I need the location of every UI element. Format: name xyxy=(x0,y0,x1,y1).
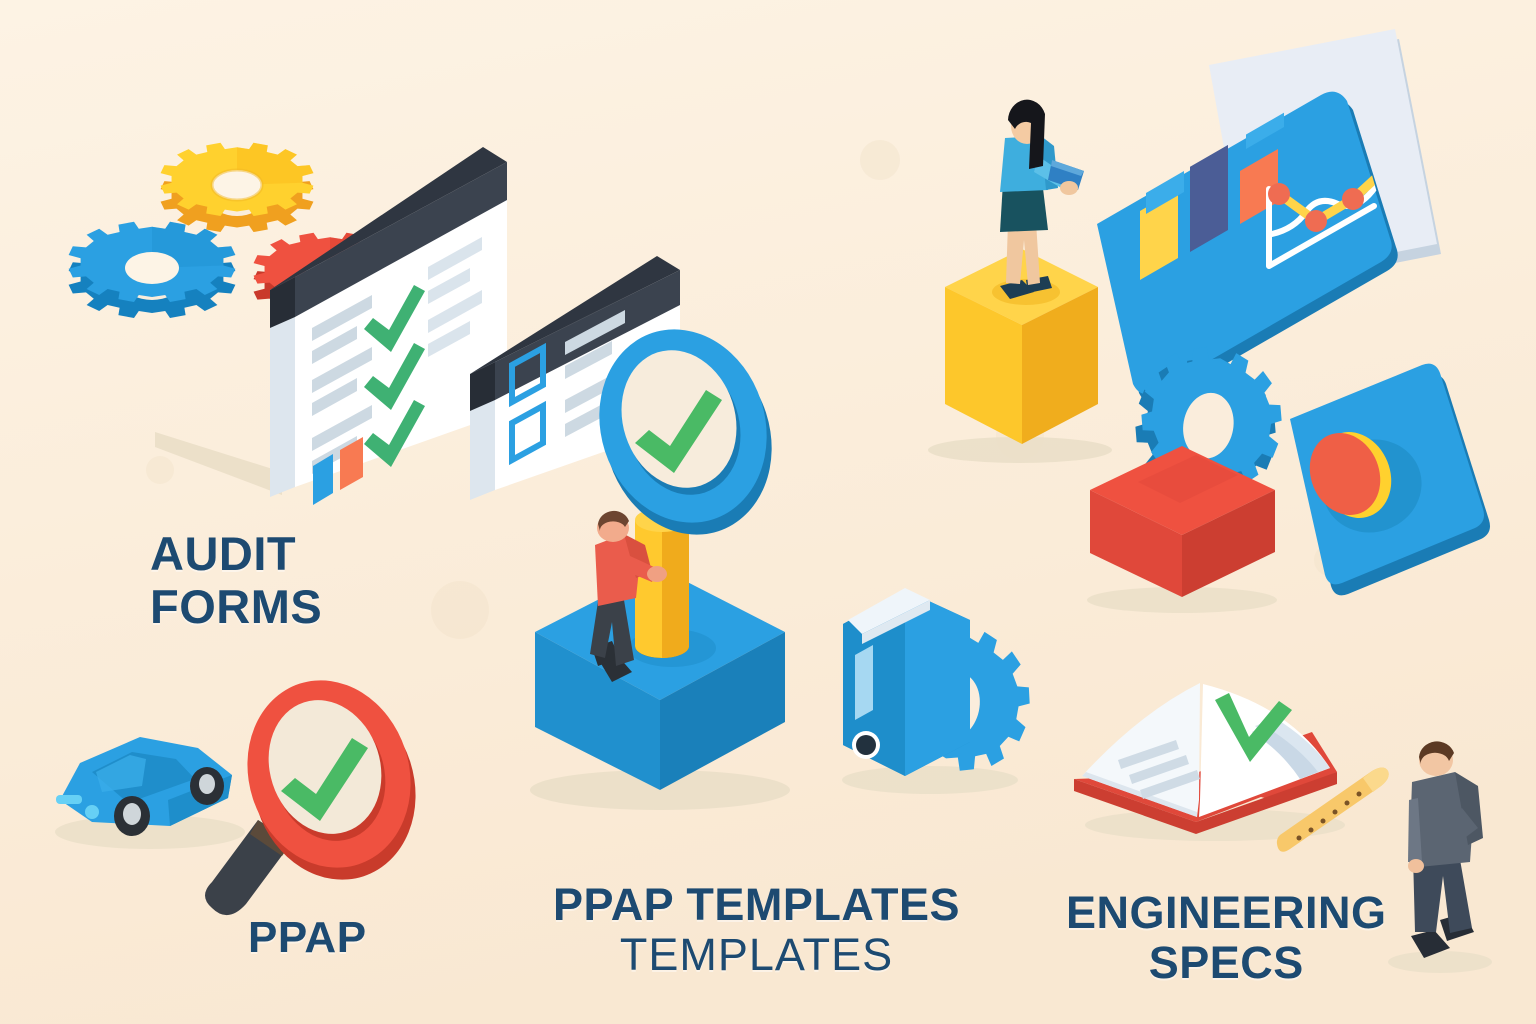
clipboard-text-lines xyxy=(312,295,372,474)
binder-label xyxy=(855,645,873,720)
headlight xyxy=(56,795,82,804)
hand xyxy=(647,566,667,582)
shirt xyxy=(595,534,640,606)
pedestal-cube-red-group xyxy=(1087,446,1277,613)
hair xyxy=(598,510,629,531)
checkmark-icon-group xyxy=(364,285,425,467)
label-audit-forms-line2: FORMS xyxy=(150,579,323,633)
checkbox-icon-group xyxy=(509,342,546,466)
shoe xyxy=(600,656,632,682)
shoe xyxy=(1000,280,1034,299)
bar-1-cap xyxy=(1146,171,1184,214)
hair xyxy=(1419,741,1454,765)
binder-hole xyxy=(856,735,876,755)
magnifier-icon-red xyxy=(205,680,416,916)
pie-chart-icon xyxy=(1309,432,1422,533)
line-series xyxy=(1274,161,1387,227)
cube-right xyxy=(660,632,785,790)
checkmark-icon xyxy=(1215,693,1292,762)
hand xyxy=(1408,859,1424,873)
clipboard-icon-checkmarks xyxy=(155,147,507,505)
book-icon-open xyxy=(1074,683,1345,841)
magnifier-icon-blue xyxy=(599,329,772,535)
clipboard-icon-checkboxes xyxy=(470,256,680,500)
label-ppap: PPAP xyxy=(248,916,367,960)
cube-right xyxy=(1022,287,1098,444)
cube-left xyxy=(945,287,1022,444)
label-audit-forms: AUDIT FORMS xyxy=(150,527,323,633)
car-wheel xyxy=(190,767,224,805)
jacket xyxy=(1409,772,1474,868)
label-ppap-templates-line1: PPAP TEMPLATES xyxy=(553,879,961,930)
pie-slice-red xyxy=(1309,433,1381,515)
gear-icon-blue xyxy=(68,221,236,318)
person-icon-worker xyxy=(590,510,667,682)
shoe xyxy=(1411,930,1450,958)
arm xyxy=(1408,798,1422,862)
trousers xyxy=(1413,848,1472,933)
label-audit-forms-line1: AUDIT xyxy=(150,527,297,580)
pie-chart-card xyxy=(1290,363,1490,596)
checkmark-icon xyxy=(635,390,722,473)
label-ppap-line1: PPAP xyxy=(248,913,367,962)
label-engineering-specs-line1: ENGINEERING xyxy=(1066,887,1387,938)
label-ppap-templates-line2: TEMPLATES xyxy=(619,929,894,981)
dashboard-card-group xyxy=(1097,29,1441,404)
book-text-lines xyxy=(1118,740,1200,799)
binder-icon-group xyxy=(842,588,1030,794)
cube-left xyxy=(1090,490,1182,597)
clipboard-tile-blue xyxy=(313,454,333,505)
checkmark-icon xyxy=(281,738,368,821)
hair xyxy=(1008,99,1045,169)
skirt xyxy=(1000,180,1048,232)
person-icon-analyst xyxy=(1000,99,1084,299)
clipboard-text-lines-right xyxy=(428,237,482,357)
cube-right xyxy=(1182,490,1275,597)
car-wheel xyxy=(114,796,150,836)
clipboard-tile-orange xyxy=(340,437,363,490)
hand xyxy=(1060,181,1078,195)
cube-left xyxy=(535,632,660,790)
fog-lamp xyxy=(85,805,99,819)
legs xyxy=(1006,222,1040,285)
label-ppap-templates: PPAP TEMPLATES TEMPLATES xyxy=(553,879,961,981)
label-engineering-specs: ENGINEERING SPECS xyxy=(1066,887,1387,989)
pencil-dots xyxy=(1296,791,1362,841)
pedestal-cube-blue-group xyxy=(530,329,790,810)
gear-icon-yellow xyxy=(160,142,314,233)
pedestal-cube-yellow-group xyxy=(928,99,1112,463)
label-engineering-specs-line2: SPECS xyxy=(1148,937,1304,989)
person-icon-engineer xyxy=(1388,741,1492,973)
trousers xyxy=(590,588,634,666)
pencil-icon xyxy=(1276,767,1389,852)
arm xyxy=(1450,808,1478,840)
car-icon-blue xyxy=(55,737,245,849)
